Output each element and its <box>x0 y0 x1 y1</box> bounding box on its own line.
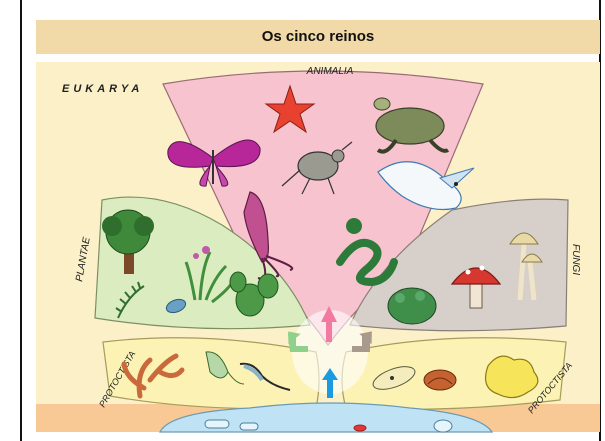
butterfly-icon <box>167 139 261 187</box>
beetle-icon <box>281 141 353 195</box>
arrow-to-protoctista <box>322 368 338 398</box>
fungi-label: FUNGI <box>570 244 581 275</box>
trypanosome-icon <box>239 362 291 391</box>
bird-icon <box>377 161 475 211</box>
turtle-icon <box>373 97 450 154</box>
left-border <box>20 0 22 441</box>
moss-icon <box>387 287 437 325</box>
leaf-icon <box>165 298 187 314</box>
euglena-icon <box>205 351 245 385</box>
arrow-to-fungi <box>352 331 372 352</box>
tree-icon <box>102 209 154 274</box>
coral-icon <box>121 353 185 399</box>
shell-amoeba-icon <box>423 369 457 391</box>
paramecium-icon <box>372 366 416 390</box>
fern-icon <box>115 281 145 319</box>
title-bar: Os cinco reinos <box>36 20 600 54</box>
starfish-icon <box>264 84 316 134</box>
arrow-to-animalia <box>321 306 337 342</box>
mushroom-red-icon <box>450 265 502 309</box>
arrow-to-plantae <box>288 331 308 352</box>
squid-icon <box>243 191 294 280</box>
mushroom-pale-icon <box>509 232 543 301</box>
amoeba-icon <box>485 355 539 399</box>
page-title: Os cinco reinos <box>261 28 375 45</box>
bacteria-icon <box>204 419 453 433</box>
animalia-label: ANIMALIA <box>306 66 354 77</box>
grass-icon <box>184 246 236 304</box>
cactus-icon <box>229 271 279 317</box>
origin-glow <box>292 310 368 394</box>
eukarya-label: EUKARYA <box>62 83 143 95</box>
snake-icon <box>336 218 398 287</box>
